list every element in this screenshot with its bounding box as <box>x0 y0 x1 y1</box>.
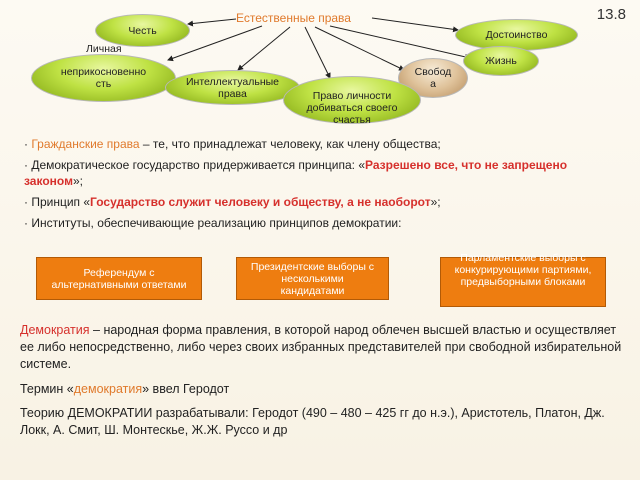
definition-text: – народная форма правления, в которой на… <box>20 323 622 371</box>
institution-referendum: Референдум с альтернативными ответами <box>36 257 202 300</box>
node-honor-label: Честь <box>128 24 157 37</box>
institution-parliamentary: Парламентские выборы с конкурирующими па… <box>440 252 606 307</box>
herodotus-post: » ввел Геродот <box>142 382 230 396</box>
herodotus-pre: Термин « <box>20 382 74 396</box>
arrow-to-intellectual <box>237 26 291 71</box>
institution-presidential-label: Президентские выборы с несколькими канди… <box>250 260 375 297</box>
bullet-prefix: · Принцип « <box>24 195 91 209</box>
bullet-prefix: · <box>24 137 32 151</box>
node-dignity-label: Достоинство <box>485 29 548 41</box>
arrow-to-dignity <box>371 17 459 33</box>
institution-presidential: Президентские выборы с несколькими канди… <box>236 257 389 300</box>
bullet-institutions: · Институты, обеспечивающие реализацию п… <box>24 215 624 231</box>
node-dignity: Достоинство <box>455 19 578 51</box>
node-happiness-label: Право личности добиваться своего счастья <box>306 90 398 126</box>
node-inviolability: неприкосновенность <box>31 54 176 102</box>
bullet-prefix: · Демократическое государство придержива… <box>24 158 365 172</box>
institution-parliamentary-label: Парламентские выборы с конкурирующими па… <box>454 252 592 288</box>
herodotus-line: Термин «демократия» ввел Геродот <box>20 381 624 398</box>
arrow-to-happiness <box>304 26 331 79</box>
node-intellectual-label: Интеллектуальные права <box>185 75 279 100</box>
node-life-label: Жизнь <box>485 55 517 67</box>
herodotus-term: демократия <box>73 382 143 396</box>
node-life: Жизнь <box>463 46 539 76</box>
arrow-to-freedom <box>314 26 405 71</box>
theory-paragraph: Теорию ДЕМОКРАТИИ разрабатывали: Геродот… <box>20 406 605 437</box>
bullet-principle-allowed: · Демократическое государство придержива… <box>24 157 624 189</box>
node-honor: Честь <box>95 14 190 47</box>
diagram-title: Естественные права <box>236 11 351 25</box>
bullet-highlight: Разрешено все, что не запрещено законом <box>24 158 568 188</box>
node-intellectual: Интеллектуальные права <box>165 70 300 105</box>
node-happiness: Право личности добиваться своего счастья <box>283 76 421 126</box>
bullet-text: »; <box>430 195 441 209</box>
bullet-prefix: · Институты, обеспечивающие реализацию п… <box>24 216 402 230</box>
node-freedom-label: Свобода <box>414 66 452 90</box>
arrow-to-inviolability <box>167 25 263 62</box>
page-number: 13.8 <box>596 6 626 23</box>
node-inviolability-label: неприкосновенность <box>60 66 147 90</box>
definition-term: Демократия <box>20 323 90 337</box>
node-inviolability-top-label: Личная <box>86 43 122 55</box>
arrow-to-life <box>329 25 471 60</box>
bullet-text: »; <box>72 174 83 188</box>
institution-referendum-label: Референдум с альтернативными ответами <box>51 266 187 291</box>
bullet-state-serves: · Принцип «Государство служит человеку и… <box>24 194 624 210</box>
bullet-civil-rights: · Гражданские права – те, что принадлежа… <box>24 136 624 152</box>
bullet-list: · Гражданские права – те, что принадлежа… <box>24 136 624 236</box>
bullet-highlight: Государство служит человеку и обществу, … <box>90 195 431 209</box>
diagram-arrows <box>167 17 471 79</box>
bullet-text: – те, что принадлежат человеку, как член… <box>139 137 441 151</box>
definition-paragraph: Демократия – народная форма правления, в… <box>20 322 624 373</box>
bullet-highlight: Гражданские права <box>31 137 140 151</box>
arrow-to-honor <box>187 18 237 27</box>
